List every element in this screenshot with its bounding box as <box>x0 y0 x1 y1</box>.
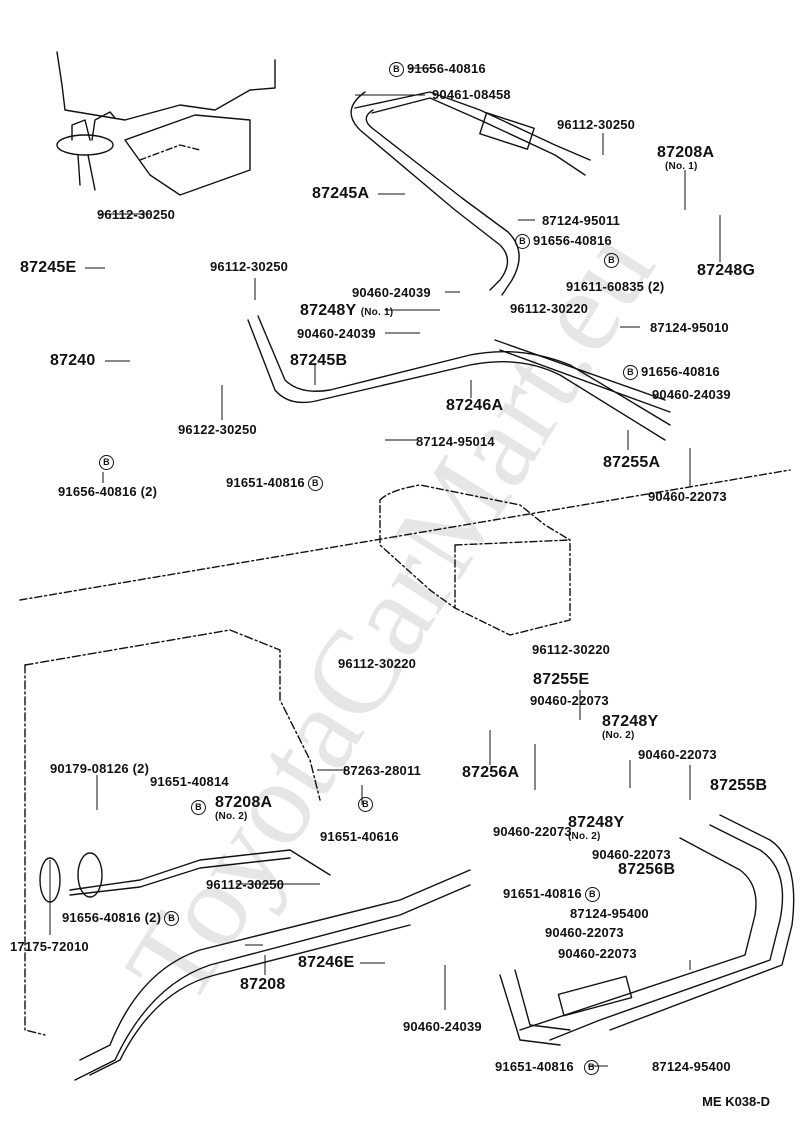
callout-87263-28011[interactable]: 87263-28011 <box>343 763 422 778</box>
callout-90460-22073-g[interactable]: 90460-22073 <box>558 946 637 961</box>
bolt-b-icon: B <box>389 62 404 78</box>
callout-91656-40816-2-b[interactable]: 91656-40816 (2)B <box>62 911 182 927</box>
callout-96112-30250-c[interactable]: 96112-30250 <box>210 259 289 274</box>
bolt-b-icon: B <box>604 253 619 269</box>
callout-90460-24039-d[interactable]: 90460-24039 <box>403 1019 482 1034</box>
callout-87124-95400-b[interactable]: 87124-95400 <box>652 1059 731 1074</box>
callout-87124-95011[interactable]: 87124-95011 <box>542 213 621 228</box>
callout-90460-24039-a[interactable]: 90460-24039 <box>352 285 431 300</box>
callout-90460-22073-f[interactable]: 90460-22073 <box>545 925 624 940</box>
bolt-b-icon: B <box>358 797 373 813</box>
callout-90460-22073-e[interactable]: 90460-22073 <box>592 847 671 862</box>
callout-96112-30250-b[interactable]: 96112-30250 <box>97 207 176 222</box>
bolt-b-icon: B <box>623 365 638 381</box>
callout-96112-30220-b[interactable]: 96112-30220 <box>532 642 611 657</box>
callout-87246E[interactable]: 87246E <box>298 954 355 971</box>
bolt-b-icon: B <box>583 1060 599 1076</box>
callout-87208A-no2[interactable]: 87208A(No. 2) <box>215 794 273 822</box>
callout-87245E[interactable]: 87245E <box>20 259 77 276</box>
callout-87255E[interactable]: 87255E <box>533 671 590 688</box>
callout-91656-40816-2-bolt[interactable]: B <box>96 455 117 471</box>
callout-87124-95010[interactable]: 87124-95010 <box>650 320 729 335</box>
diagram-code: ME K038-D <box>702 1094 770 1109</box>
bolt-b-icon: B <box>164 911 180 927</box>
callout-90460-24039-c[interactable]: 90460-24039 <box>652 387 731 402</box>
engine-block-top <box>56 51 276 196</box>
callout-87208[interactable]: 87208 <box>240 976 286 993</box>
callout-87246A[interactable]: 87246A <box>446 397 504 414</box>
callout-96112-30220-a[interactable]: 96112-30220 <box>510 301 589 316</box>
callout-87124-95400-a[interactable]: 87124-95400 <box>570 906 649 921</box>
callout-90460-22073-a[interactable]: 90460-22073 <box>648 489 727 504</box>
bolt-b-icon: B <box>584 887 600 903</box>
callout-96112-30250-d[interactable]: 96112-30250 <box>206 877 285 892</box>
hose-87245A <box>350 91 591 296</box>
callout-87248Y-no2-b[interactable]: 87248Y(No. 2) <box>568 814 625 842</box>
callout-87255A[interactable]: 87255A <box>603 454 661 471</box>
bolt-b-icon: B <box>99 455 114 471</box>
callout-87248G[interactable]: 87248G <box>697 262 756 279</box>
callout-91611-60835[interactable]: B <box>598 253 622 269</box>
callout-87208A-no1[interactable]: 87208A(No. 1) <box>657 144 715 172</box>
engine-block-bottom <box>24 629 321 1036</box>
callout-96122-30250[interactable]: 96122-30250 <box>178 422 257 437</box>
callout-90460-24039-b[interactable]: 90460-24039 <box>297 326 376 341</box>
callout-90179-08126[interactable]: 90179-08126 (2) <box>50 761 150 776</box>
callout-91651-40616-bolt[interactable]: B <box>355 797 376 813</box>
callout-91651-40616[interactable]: 91651-40616 <box>320 829 399 844</box>
callout-90460-22073-c[interactable]: 90460-22073 <box>638 747 717 762</box>
callout-87255B[interactable]: 87255B <box>710 777 768 794</box>
callout-17175-72010[interactable]: 17175-72010 <box>10 939 89 954</box>
callout-96112-30220-c[interactable]: 96112-30220 <box>338 656 417 671</box>
callout-87245A[interactable]: 87245A <box>312 185 370 202</box>
callout-87248Y-no2-a[interactable]: 87248Y(No. 2) <box>602 713 659 741</box>
pipe-87255B <box>499 814 795 1046</box>
callout-96112-30250-a[interactable]: 96112-30250 <box>557 117 636 132</box>
callout-90460-22073-b[interactable]: 90460-22073 <box>530 693 609 708</box>
callout-87124-95014[interactable]: 87124-95014 <box>416 434 495 449</box>
callout-91656-40816-2[interactable]: 91656-40816 (2) <box>58 484 158 499</box>
pipe-87208 <box>39 849 471 1081</box>
leader-lines <box>49 67 721 1067</box>
callout-87256B[interactable]: 87256B <box>618 861 676 878</box>
callout-90460-22073-d[interactable]: 90460-22073 <box>493 824 572 839</box>
reservoir-tank <box>19 469 791 636</box>
bolt-b-icon: B <box>191 800 206 816</box>
callout-91651-40814[interactable]: 91651-40814 <box>150 774 229 789</box>
callout-87245B[interactable]: 87245B <box>290 352 348 369</box>
bolt-b-icon: B <box>307 476 323 492</box>
callout-91611-60835-text[interactable]: 91611-60835 (2) <box>566 279 665 294</box>
bolt-b-icon: B <box>515 234 530 250</box>
callout-87240[interactable]: 87240 <box>50 352 96 369</box>
callout-90461-08458[interactable]: 90461-08458 <box>432 87 511 102</box>
callout-87248Y-no1[interactable]: 87248Y (No. 1) <box>300 302 394 319</box>
hose-87246A <box>247 315 671 441</box>
callout-91651-40814-bolt[interactable]: B <box>188 800 209 816</box>
callout-87256A[interactable]: 87256A <box>462 764 520 781</box>
